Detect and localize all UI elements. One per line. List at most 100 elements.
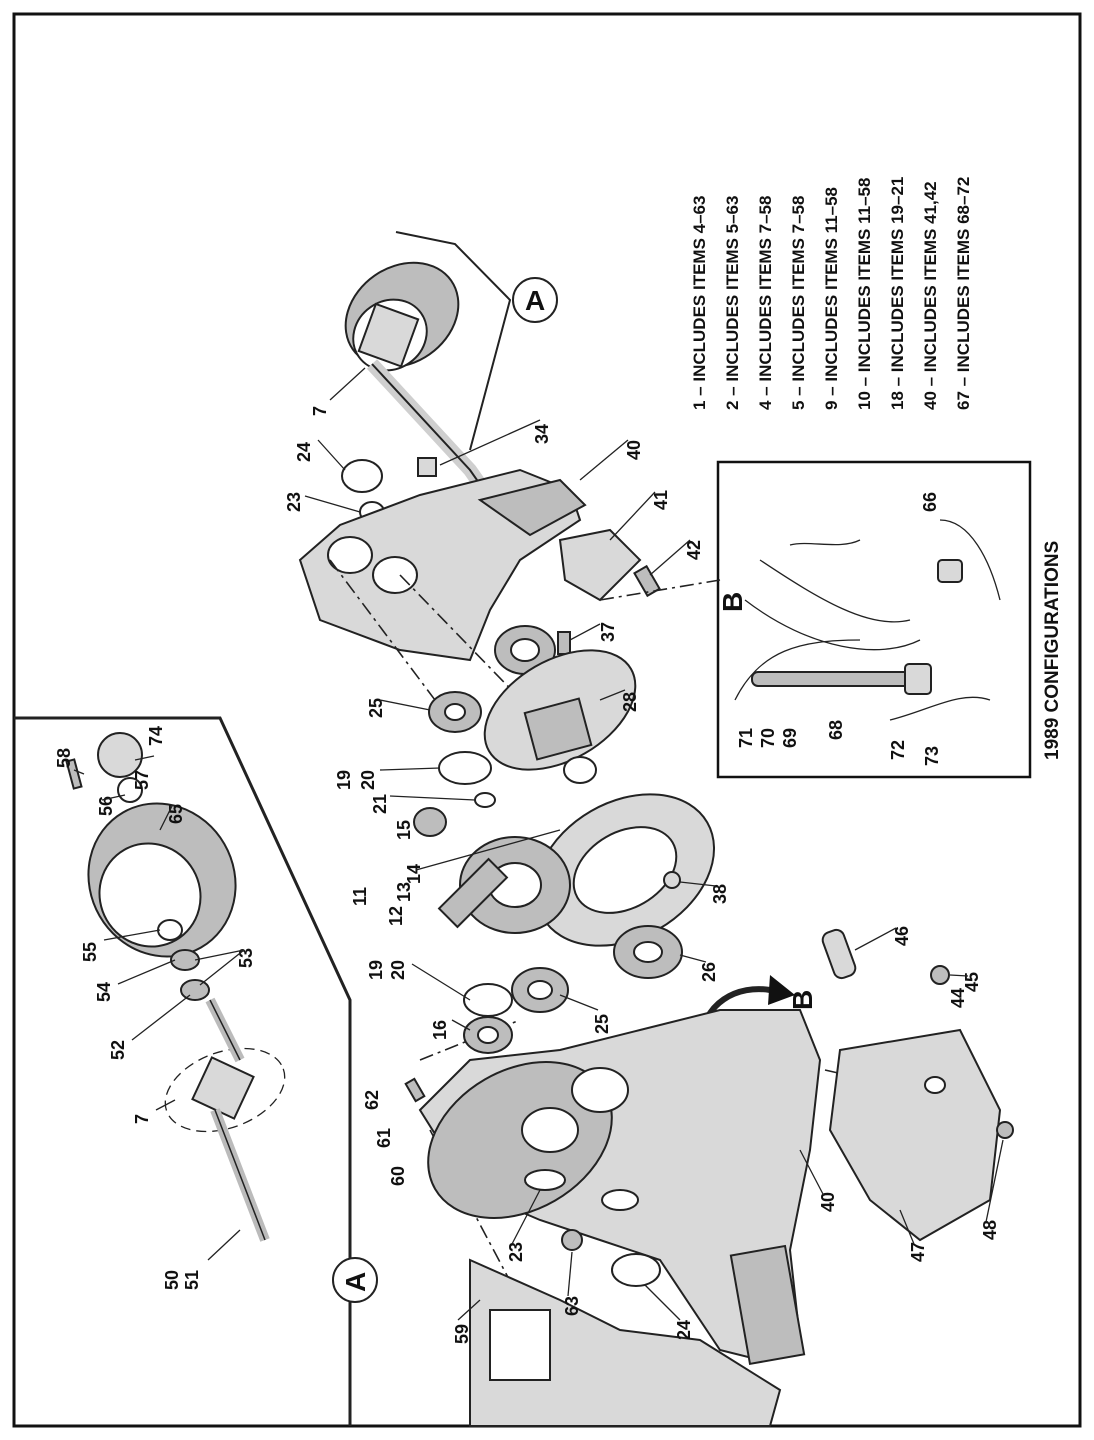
callout-63: 63: [562, 1296, 582, 1316]
bolt-48: [996, 1121, 1014, 1139]
callout-66: 66: [920, 492, 940, 512]
callout-41: 41: [651, 490, 671, 510]
callout-47: 47: [908, 1242, 928, 1262]
nut-63: [561, 1229, 583, 1251]
view-marker-a-circle-bottom: [332, 1257, 378, 1303]
legend-item: 9 – INCLUDES ITEMS 11–58: [822, 187, 841, 410]
legend: 1 – INCLUDES ITEMS 4–63 2 – INCLUDES ITE…: [690, 177, 973, 410]
callout-44: 44: [948, 988, 968, 1008]
pinion-shaft-12: [437, 857, 509, 929]
leader-lines: [73, 367, 1004, 1321]
callout-25-top: 25: [366, 698, 386, 718]
ring-23-lower: [524, 1169, 566, 1191]
callout-65: 65: [166, 804, 186, 824]
callout-71: 71: [736, 728, 756, 748]
callout-50: 50: [162, 1270, 182, 1290]
inset-1989-configurations: 71 70 69 68 72 73 66 B: [716, 460, 1032, 779]
callout-15: 15: [394, 820, 414, 840]
callout-52: 52: [108, 1040, 128, 1060]
callout-62: 62: [362, 1090, 382, 1110]
bearing-15: [413, 807, 447, 837]
pin-58: [65, 758, 83, 790]
callout-19-mid: 19: [366, 960, 386, 980]
callout-70: 70: [758, 728, 778, 748]
callout-73: 73: [922, 746, 942, 766]
seal-24: [341, 459, 383, 493]
callout-68: 68: [826, 720, 846, 740]
legend-item: 5 – INCLUDES ITEMS 7–58: [789, 196, 808, 410]
hose-68: [751, 671, 913, 687]
bolt-37: [557, 631, 571, 655]
callout-24-bottom: 24: [674, 1320, 694, 1340]
seal-24-lower: [611, 1253, 661, 1287]
callout-74: 74: [146, 726, 166, 746]
shim-20-lower: [463, 983, 513, 1017]
callout-37: 37: [598, 622, 618, 642]
callout-26: 26: [699, 962, 719, 982]
callout-14: 14: [404, 864, 424, 884]
fitting-73: [904, 663, 932, 695]
plug-66: [937, 559, 963, 583]
view-marker-a: A: [525, 285, 545, 316]
callout-34: 34: [532, 424, 552, 444]
callout-13: 13: [394, 882, 414, 902]
callout-12: 12: [386, 906, 406, 926]
bearing-54: [170, 949, 200, 971]
callout-57: 57: [132, 770, 152, 790]
view-marker-b-arrow: B: [787, 990, 818, 1010]
callout-45: 45: [962, 972, 982, 992]
housing-lower: [404, 1009, 822, 1366]
callout-69: 69: [780, 728, 800, 748]
ring-55: [157, 919, 183, 941]
differential: [428, 649, 637, 808]
callout-16: 16: [430, 1020, 450, 1040]
legend-item: 18 – INCLUDES ITEMS 19–21: [888, 177, 907, 410]
gear-set: [413, 793, 716, 1054]
inset-title: 1989 CONFIGURATIONS: [1042, 541, 1063, 760]
callout-7-top: 7: [310, 406, 330, 416]
callout-20-top: 20: [358, 770, 378, 790]
bolt-42: [633, 564, 661, 598]
detail-view-a: A: [65, 732, 378, 1303]
bolt-62: [404, 1077, 426, 1103]
bolt-34: [417, 457, 437, 477]
callout-58: 58: [54, 748, 74, 768]
callouts: 7 24 23 34 40 41 42 37 28 25 19 20 21 15…: [54, 406, 1000, 1344]
callout-56: 56: [96, 796, 116, 816]
callout-60: 60: [388, 1166, 408, 1186]
callout-55: 55: [80, 942, 100, 962]
view-marker-a-bottom: A: [340, 1272, 371, 1292]
housing-upper: [298, 468, 661, 675]
hub-74: [97, 732, 143, 778]
ring-56: [117, 777, 143, 803]
legend-item: 67 – INCLUDES ITEMS 68–72: [954, 177, 973, 410]
cover: [821, 928, 1014, 1242]
callout-24-top: 24: [294, 442, 314, 462]
view-marker-b: B: [717, 592, 748, 612]
callout-54: 54: [94, 982, 114, 1002]
plug-45: [930, 965, 950, 985]
axle-flange-7: [191, 1056, 255, 1120]
callout-48: 48: [980, 1220, 1000, 1240]
shim-20: [438, 751, 492, 785]
detail-a-border: [14, 716, 352, 1426]
cover-47: [828, 1028, 1002, 1242]
callout-40-bottom: 40: [818, 1192, 838, 1212]
callout-61: 61: [374, 1128, 394, 1148]
callout-46: 46: [892, 926, 912, 946]
bearing-cap-41: [558, 528, 642, 602]
ring-21: [474, 792, 496, 808]
bearing-52: [180, 979, 210, 1001]
callout-21: 21: [370, 794, 390, 814]
callout-59: 59: [452, 1324, 472, 1344]
axle-flange: [357, 302, 420, 368]
legend-item: 4 – INCLUDES ITEMS 7–58: [756, 196, 775, 410]
callout-72: 72: [888, 740, 908, 760]
view-marker-a-circle: [512, 277, 558, 323]
callout-20-mid: 20: [388, 960, 408, 980]
bolt-38: [663, 871, 681, 889]
callout-11: 11: [350, 887, 370, 906]
legend-item: 40 – INCLUDES ITEMS 41,42: [921, 181, 940, 410]
